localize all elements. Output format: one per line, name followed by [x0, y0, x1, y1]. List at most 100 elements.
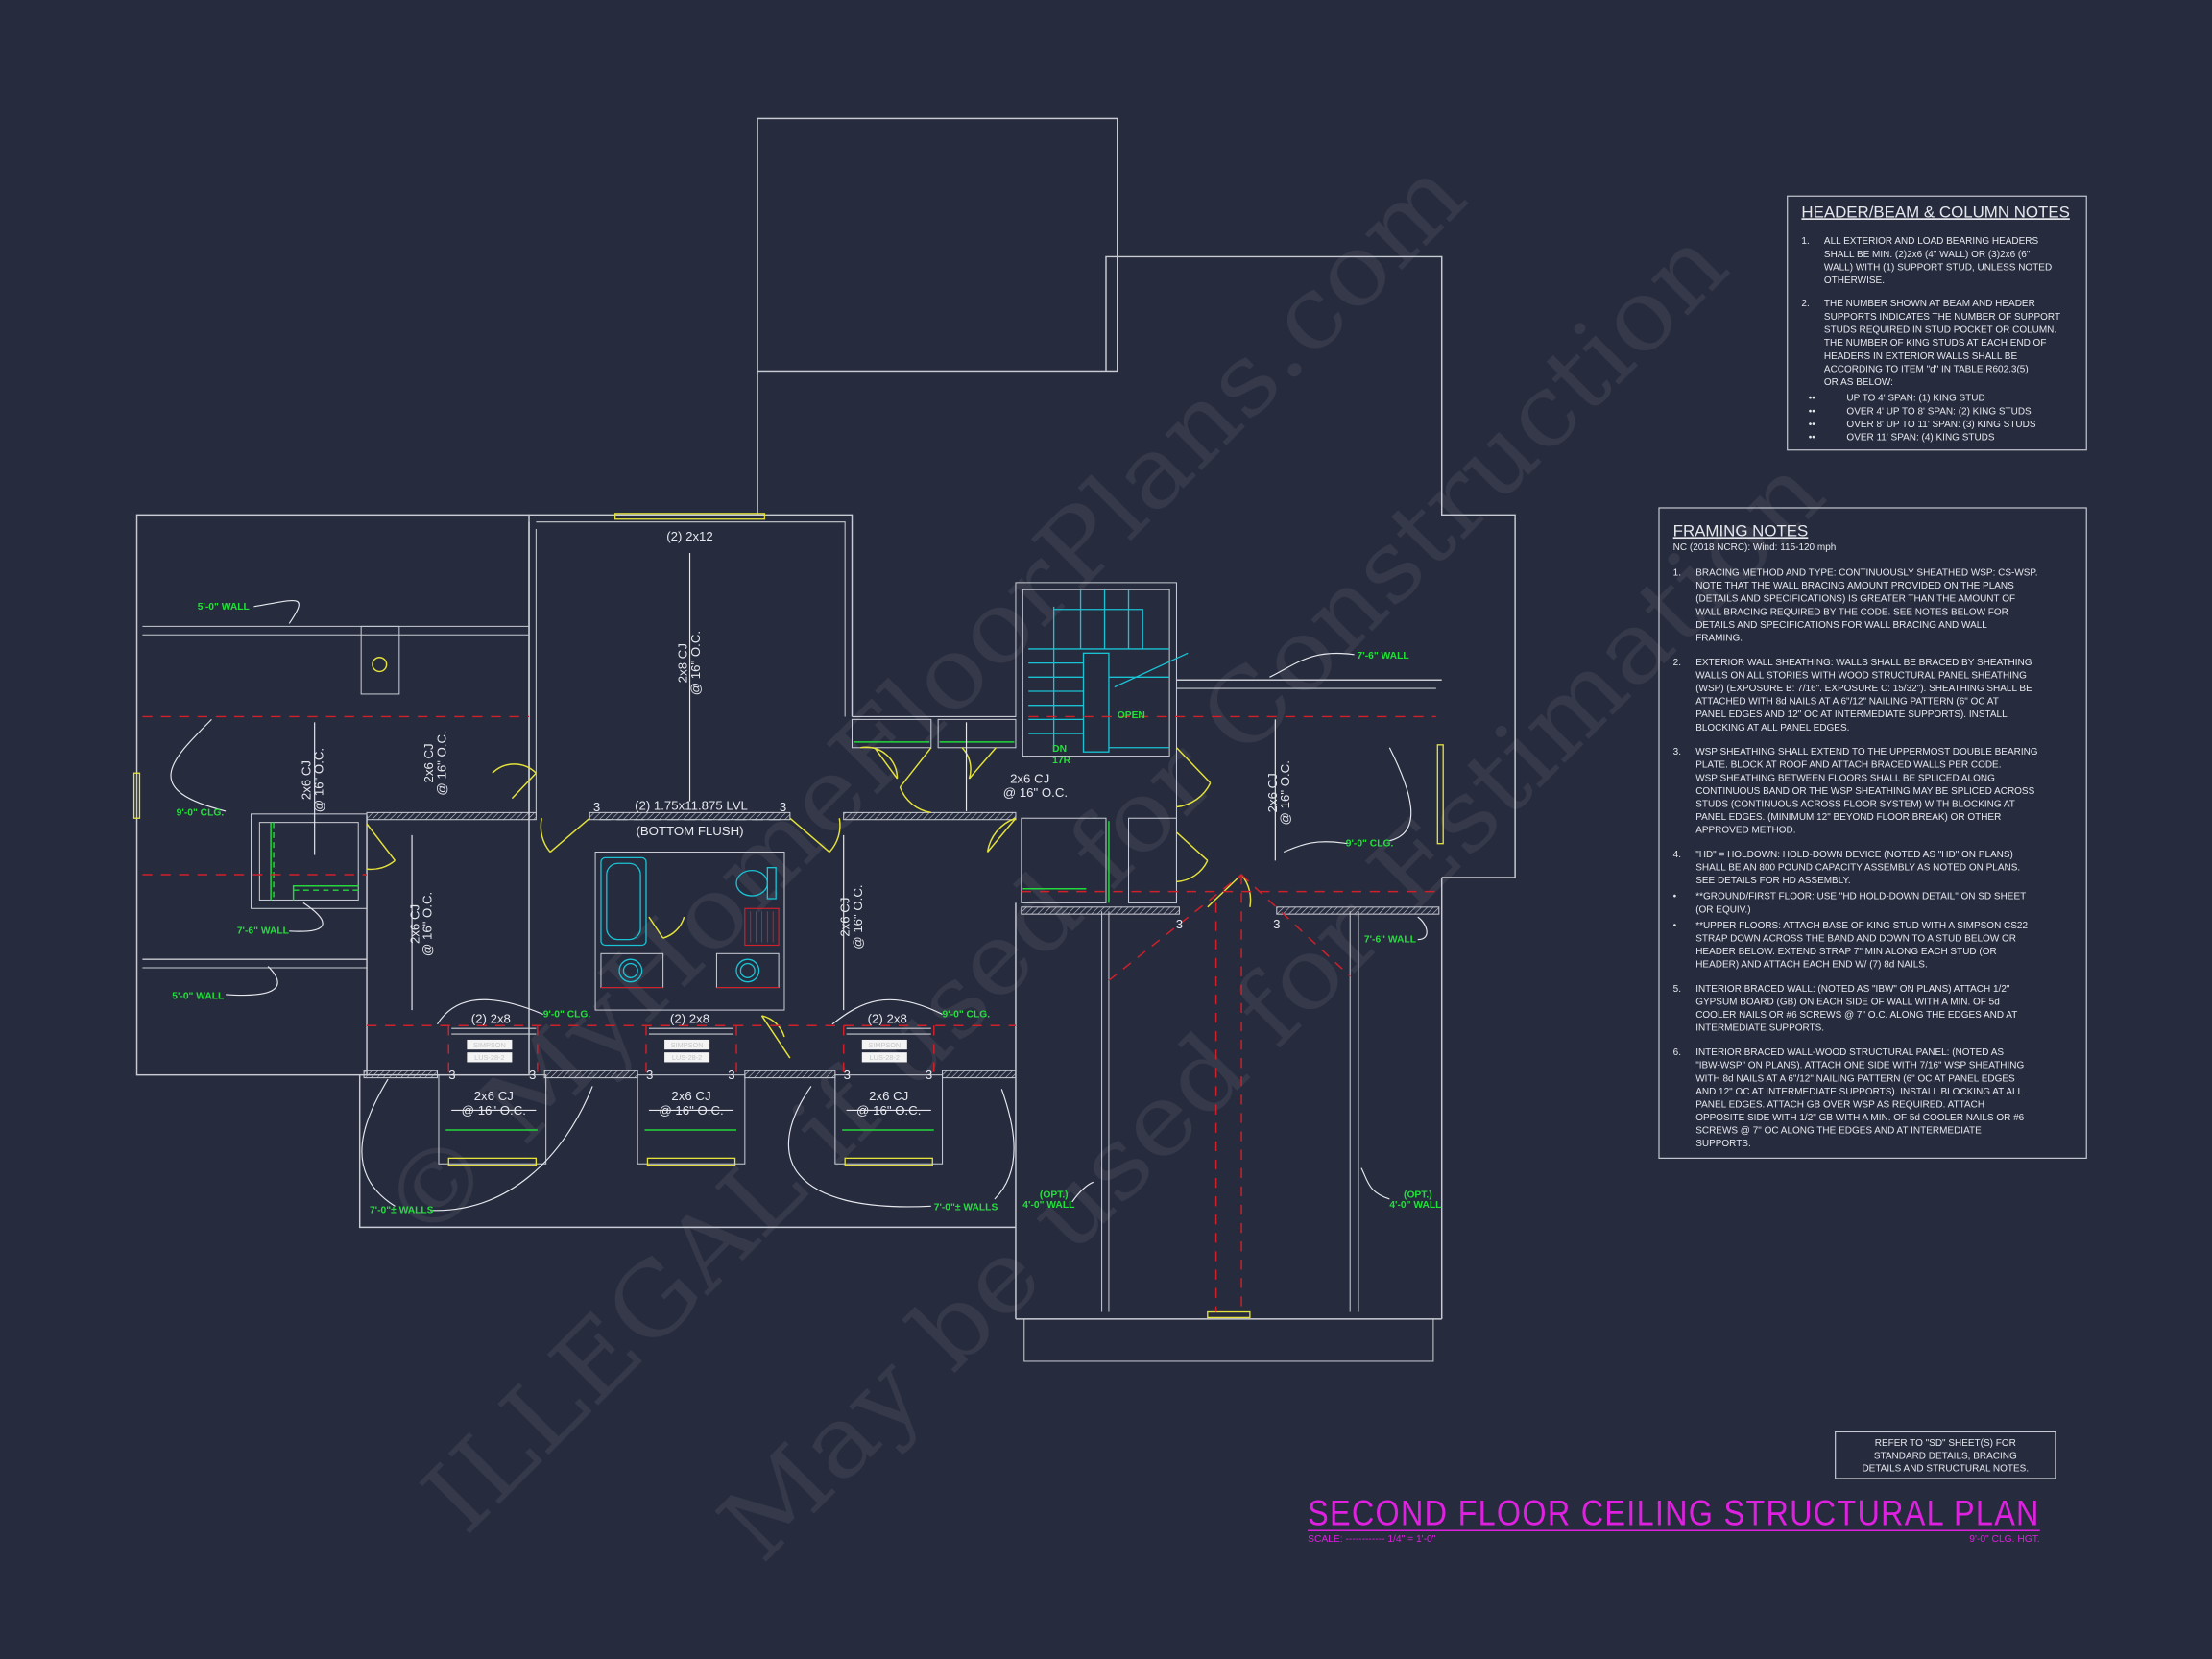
joist-span-arrows — [314, 553, 1276, 1111]
stud-count: 3 — [780, 800, 786, 814]
note-line: STRAP DOWN ACROSS THE BAND AND DOWN TO A… — [1695, 933, 2016, 944]
refer-note-line: REFER TO "SD" SHEET(S) FOR — [1875, 1438, 2016, 1449]
note-line: **GROUND/FIRST FLOOR: USE "HD HOLD-DOWN … — [1695, 892, 2026, 902]
joist-label: 2x8 CJ — [676, 643, 690, 683]
hanger-label: LUS-28-2 — [474, 1053, 504, 1062]
stud-count: 3 — [448, 1068, 455, 1082]
drawing-scale: SCALE: ------------ 1/4" = 1'-0" — [1308, 1534, 1436, 1545]
bearing-walls — [363, 811, 1440, 1079]
bullet-icon: •• — [1809, 394, 1815, 404]
stud-count: 3 — [1273, 917, 1280, 931]
note-line: STUDS (CONTINUOUS ACROSS FLOOR SYSTEM) W… — [1695, 799, 2015, 809]
stair-dn-label: DN — [1052, 744, 1067, 755]
note-line: BLOCKING AT ALL PANEL EDGES. — [1695, 723, 1849, 733]
note-line: HEADER BELOW. EXTEND STRAP 7" MIN ALONG … — [1695, 947, 1997, 957]
joist-label: 2x6 CJ — [474, 1089, 514, 1103]
note-line: SUPPORTS. — [1695, 1139, 1751, 1149]
plan-labels: 5'-0" WALL 9'-0" CLG. 7'-6" WALL 5'-0" W… — [172, 529, 1441, 1216]
note-line: INTERMEDIATE SUPPORTS. — [1695, 1023, 1824, 1034]
bullet-icon: •• — [1809, 433, 1815, 444]
note-line: THE NUMBER OF KING STUDS AT EACH END OF — [1824, 338, 2047, 349]
note-line: INTERIOR BRACED WALL-WOOD STRUCTURAL PAN… — [1695, 1047, 2004, 1058]
note-line: THE NUMBER SHOWN AT BEAM AND HEADER — [1824, 299, 2035, 309]
wall-height-label: 5'-0" WALL — [198, 602, 250, 613]
bullet-icon: •• — [1809, 420, 1815, 430]
beam-label: (2) 2x8 — [868, 1011, 907, 1025]
beam-label: (2) 2x8 — [670, 1011, 709, 1025]
hanger-label: LUS-28-2 — [672, 1053, 702, 1062]
note-line: NOTE THAT THE WALL BRACING AMOUNT PROVID… — [1695, 581, 2014, 591]
note-line: STUDS REQUIRED IN STUD POCKET OR COLUMN. — [1824, 325, 2056, 335]
wall-height-label: 7'-0"± WALLS — [370, 1206, 434, 1216]
note-line: CONTINUOUS BAND OR THE WSP SHEATHING MAY… — [1695, 786, 2034, 797]
note-line: **UPPER FLOORS: ATTACH BASE OF KING STUD… — [1695, 921, 2028, 931]
beam-label: (2) 2x12 — [666, 529, 713, 543]
opt-wall-label: 4'-0" WALL — [1389, 1200, 1441, 1211]
hanger-label: SIMPSON — [868, 1041, 901, 1049]
note-line: "IBW-WSP" ON PLANS). ATTACH ONE SIDE WIT… — [1695, 1061, 2024, 1071]
note-line: OR AS BELOW: — [1824, 377, 1893, 388]
note-line: PLATE. BLOCK AT ROOF AND ATTACH BRACED W… — [1695, 760, 2001, 771]
ceiling-height-label: 9'-0" CLG. — [1346, 839, 1394, 850]
shower-drain-icon — [744, 907, 780, 947]
note-line: SEE DETAILS FOR HD ASSEMBLY. — [1695, 876, 1850, 886]
framing-notes: FRAMING NOTES NC (2018 NCRC): Wind: 115-… — [1658, 507, 2087, 1159]
note-line: ATTACHED WITH 8d NAILS AT A 6"/12" NAILI… — [1695, 697, 1999, 708]
note-line: SHALL BE MIN. (2)2x6 (4" WALL) OR (3)2x6… — [1824, 250, 2031, 260]
beam-lines — [142, 715, 1436, 1312]
joist-label: 2x6 CJ — [1265, 773, 1280, 812]
bathroom-outline — [594, 851, 785, 1011]
note-line: INTERIOR BRACED WALL: (NOTED AS "IBW" ON… — [1695, 984, 2010, 995]
note-line: AND 12" OC AT INTERMEDIATE SUPPORTS). IN… — [1695, 1087, 2023, 1097]
note-line: WITH 8d NAILS AT A 6"/12" NAILING PATTER… — [1695, 1073, 2015, 1084]
note-line: HEADER) AND ATTACH EACH END W/ (7) 8d NA… — [1695, 960, 1928, 971]
window — [646, 1157, 736, 1166]
open-label: OPEN — [1118, 710, 1145, 721]
ceiling-height-label: 9'-0" CLG. — [543, 1009, 591, 1020]
wall-height-label: 7'-6" WALL — [1358, 651, 1409, 661]
stud-count: 3 — [1176, 917, 1183, 931]
doors — [366, 746, 1252, 1059]
refer-note-line: STANDARD DETAILS, BRACING — [1874, 1451, 2017, 1461]
note-line: PANEL EDGES AND 12" OC AT INTERMEDIATE S… — [1695, 709, 2008, 720]
hanger-label: LUS-28-2 — [870, 1053, 900, 1062]
note-line: ACCORDING TO ITEM "d" IN TABLE R602.3(5) — [1824, 364, 2029, 374]
note-line: APPROVED METHOD. — [1695, 826, 1795, 836]
joist-spacing: @ 16" O.C. — [1278, 760, 1292, 825]
note-number: 4. — [1673, 850, 1681, 860]
note-line: DETAILS AND SPECIFICATIONS FOR WALL BRAC… — [1695, 620, 1987, 631]
sink-icon — [735, 958, 760, 983]
stud-count: 3 — [529, 1068, 536, 1082]
ceiling-height-label: 9'-0" CLG. — [943, 1009, 991, 1020]
note-line: HEADERS IN EXTERIOR WALLS SHALL BE — [1824, 351, 2018, 362]
note-line: SHALL BE AN 800 POUND CAPACITY ASSEMBLY … — [1695, 863, 2020, 874]
joist-spacing: @ 16" O.C. — [462, 1103, 526, 1118]
joist-label: 2x6 CJ — [869, 1089, 908, 1103]
refer-note-line: DETAILS AND STRUCTURAL NOTES. — [1862, 1464, 2029, 1475]
wall-height-label: 7'-6" WALL — [237, 926, 289, 937]
notes-title: HEADER/BEAM & COLUMN NOTES — [1801, 203, 2069, 221]
bullet-icon: •• — [1809, 406, 1815, 417]
wall-outlines — [132, 117, 1516, 1362]
joist-spacing: @ 16" O.C. — [434, 731, 448, 795]
porch-outline — [1023, 1318, 1434, 1362]
note-number: 1. — [1801, 236, 1809, 247]
joist-spacing: @ 16" O.C. — [421, 892, 435, 956]
joist-label: 2x6 CJ — [407, 904, 421, 944]
beam-label: (2) 1.75x11.875 LVL — [635, 798, 748, 812]
title-block: SECOND FLOOR CEILING STRUCTURAL PLAN SCA… — [1308, 1493, 2040, 1545]
window — [447, 1157, 538, 1166]
note-number: 2. — [1673, 658, 1681, 668]
note-line: BRACING METHOD AND TYPE: CONTINUOUSLY SH… — [1695, 568, 2037, 579]
note-line: ALL EXTERIOR AND LOAD BEARING HEADERS — [1824, 236, 2039, 247]
ceiling-height-label: 9'-0" CLG. — [177, 807, 225, 818]
note-line: WALL BRACING REQUIRED BY THE CODE. SEE N… — [1695, 607, 2008, 617]
window — [844, 1157, 933, 1166]
opt-label: (OPT.) — [1040, 1190, 1069, 1201]
hanger-label: SIMPSON — [473, 1041, 506, 1049]
joist-spacing: @ 16" O.C. — [1003, 785, 1068, 800]
note-line: SUPPORTS INDICATES THE NUMBER OF SUPPORT — [1824, 312, 2060, 323]
header-beam-column-notes: HEADER/BEAM & COLUMN NOTES 1. ALL EXTERIO… — [1787, 195, 2087, 451]
note-number: 1. — [1673, 568, 1681, 579]
